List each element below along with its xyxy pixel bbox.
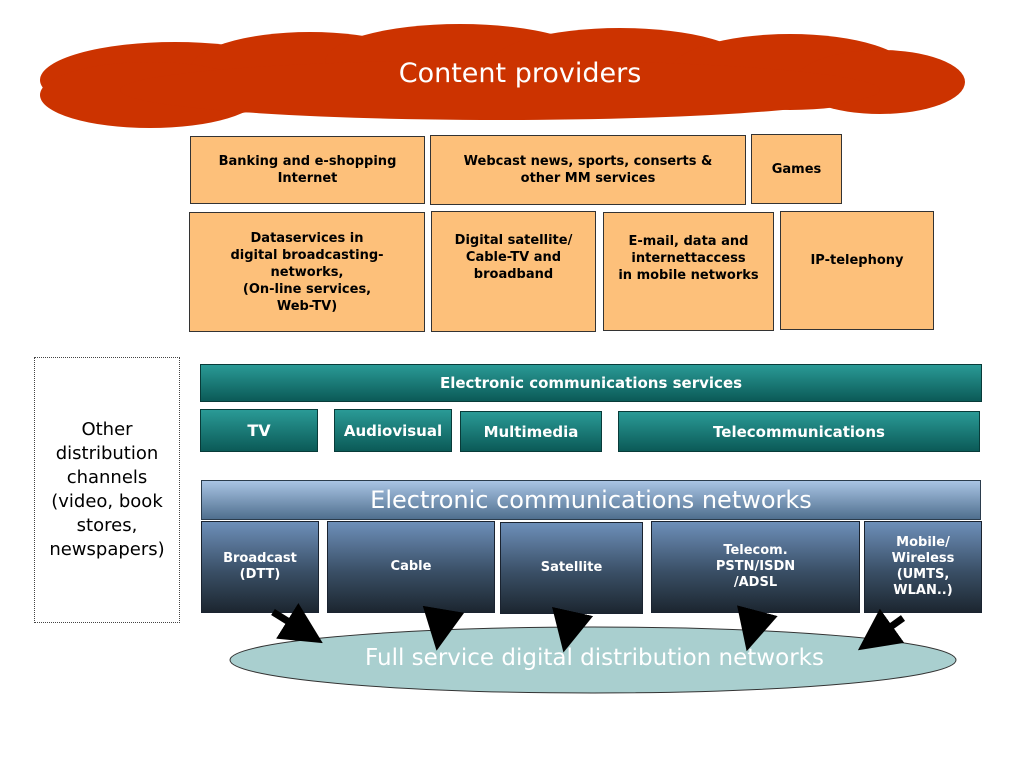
network-mobile-wireless: Mobile/ Wireless (UMTS, WLAN..) [864,521,982,613]
network-satellite: Satellite [500,522,643,614]
content-providers-title: Content providers [398,58,642,89]
service-ip-telephony: IP-telephony [780,211,934,330]
service-dataservices: Dataservices in digital broadcasting- ne… [189,212,425,332]
service-games: Games [751,134,842,204]
network-broadcast: Broadcast (DTT) [201,521,319,613]
arrow-mobile [857,608,906,651]
network-telecom: Telecom. PSTN/ISDN /ADSL [651,521,860,613]
service-banking: Banking and e-shopping Internet [190,136,425,204]
network-cable: Cable [327,521,495,613]
ecs-multimedia: Multimedia [460,411,602,452]
ecs-tv: TV [200,409,318,452]
service-email-mobile: E-mail, data and internettaccess in mobi… [603,212,774,331]
arrow-cable [422,605,465,651]
other-distribution-channels: Other distribution channels (video, book… [34,357,180,623]
arrow-satellite [552,606,594,653]
arrow-telecom [737,605,778,652]
arrow-broadcast [271,603,323,644]
service-digital-satellite: Digital satellite/ Cable-TV and broadban… [431,211,596,332]
distribution-title: Full service digital distribution networ… [365,645,824,671]
ecs-header: Electronic communications services [200,364,982,402]
ecs-telecommunications: Telecommunications [618,411,980,452]
content-providers-cloud [40,24,965,128]
ecn-header: Electronic communications networks [201,480,981,520]
ecs-audiovisual: Audiovisual [334,409,452,452]
service-webcast: Webcast news, sports, conserts & other M… [430,135,746,205]
distribution-svg [229,603,957,694]
